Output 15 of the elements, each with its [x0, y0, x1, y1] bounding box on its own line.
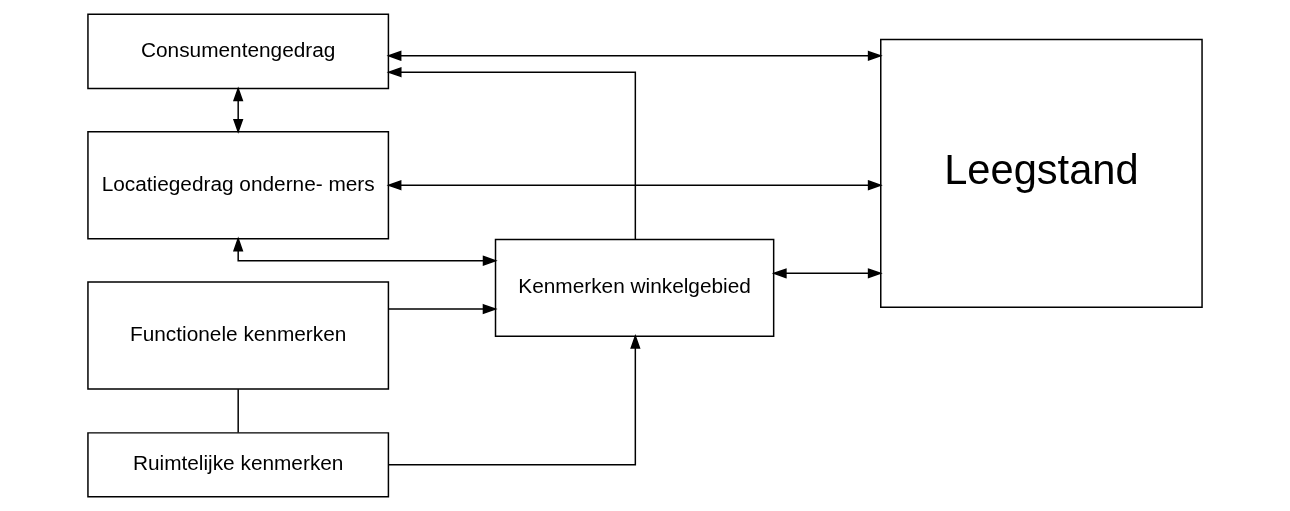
arrow — [232, 236, 498, 266]
node-box: Locatiegedrag onderne- mers — [87, 130, 390, 240]
node-box: Functionele kenmerken — [87, 281, 390, 390]
arrow — [387, 303, 498, 315]
arrow — [771, 268, 883, 279]
arrow — [386, 50, 883, 61]
connector — [237, 388, 239, 434]
node-box: Ruimtelijke kenmerken — [87, 432, 390, 498]
node-box: Leegstand — [880, 38, 1203, 308]
arrow — [386, 180, 883, 191]
arrow — [386, 66, 637, 241]
node-box: Consumentengedrag — [87, 13, 390, 90]
arrow — [388, 333, 641, 466]
arrow — [232, 86, 244, 134]
node-box: Kenmerken winkelgebied — [494, 238, 775, 337]
